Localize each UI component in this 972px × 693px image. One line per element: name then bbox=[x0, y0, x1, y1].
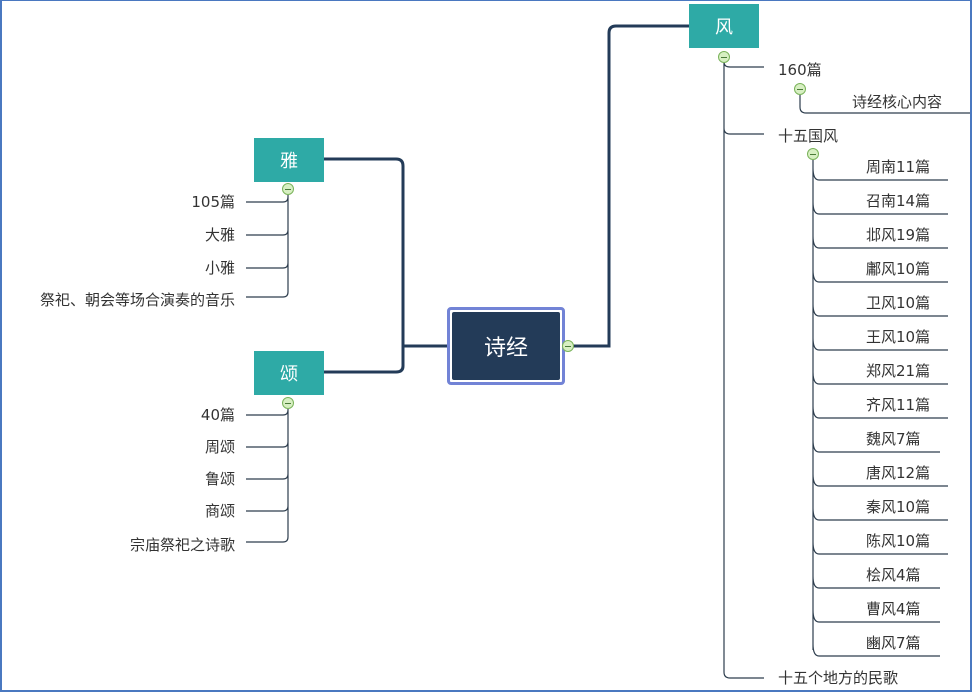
collapse-toggle-icon[interactable] bbox=[807, 148, 819, 160]
link-160-core bbox=[799, 95, 970, 114]
topic-song[interactable]: 颂 bbox=[254, 351, 324, 395]
subtopic-160[interactable]: 160篇 bbox=[778, 61, 822, 79]
collapse-toggle-icon[interactable] bbox=[794, 83, 806, 95]
topic-ya[interactable]: 雅 bbox=[254, 138, 324, 182]
link-central-feng bbox=[565, 24, 689, 348]
subtopic-guofeng-item[interactable]: 邶风19篇 bbox=[866, 226, 931, 244]
subtopic-guofeng-item[interactable]: 郑风21篇 bbox=[866, 362, 931, 380]
link-ya-children bbox=[246, 195, 289, 298]
subtopic-ya-105[interactable]: 105篇 bbox=[191, 193, 235, 211]
subtopic-guofeng-item[interactable]: 周南11篇 bbox=[866, 158, 931, 176]
subtopic-song-desc[interactable]: 宗庙祭祀之诗歌 bbox=[129, 536, 235, 554]
subtopic-daya[interactable]: 大雅 bbox=[204, 226, 235, 244]
subtopic-guofeng-item[interactable]: 魏风7篇 bbox=[866, 430, 921, 448]
subtopic-guofeng-item[interactable]: 豳风7篇 bbox=[866, 634, 921, 652]
topic-feng-label: 风 bbox=[715, 17, 733, 38]
topic-ya-label: 雅 bbox=[280, 151, 298, 172]
subtopic-guofeng[interactable]: 十五国风 bbox=[778, 127, 839, 145]
subtopic-shangsong[interactable]: 商颂 bbox=[204, 502, 235, 520]
link-guofeng-children bbox=[812, 160, 948, 657]
subtopic-guofeng-item[interactable]: 秦风10篇 bbox=[866, 498, 931, 516]
collapse-toggle-icon[interactable] bbox=[282, 397, 294, 409]
link-feng-children bbox=[723, 61, 764, 679]
central-topic-label: 诗经 bbox=[452, 312, 560, 380]
collapse-toggle-icon[interactable] bbox=[718, 51, 730, 63]
topic-song-label: 颂 bbox=[280, 364, 298, 385]
collapse-toggle-icon[interactable] bbox=[282, 183, 294, 195]
subtopic-guofeng-item[interactable]: 陈风10篇 bbox=[866, 532, 931, 550]
link-song-children bbox=[246, 409, 289, 543]
link-central-ya bbox=[324, 157, 449, 348]
subtopic-lusong[interactable]: 鲁颂 bbox=[204, 470, 235, 488]
link-central-song bbox=[324, 346, 405, 374]
topic-feng[interactable]: 风 bbox=[689, 4, 759, 48]
subtopic-guofeng-item[interactable]: 齐风11篇 bbox=[866, 396, 931, 414]
subtopic-song-40[interactable]: 40篇 bbox=[200, 406, 235, 424]
subtopic-guofeng-item[interactable]: 王风10篇 bbox=[866, 328, 931, 346]
subtopic-guofeng-item[interactable]: 卫风10篇 bbox=[866, 294, 931, 312]
central-topic[interactable]: 诗经 bbox=[447, 307, 565, 385]
collapse-toggle-icon[interactable] bbox=[562, 340, 574, 352]
subtopic-xiaoya[interactable]: 小雅 bbox=[204, 259, 235, 277]
subtopic-guofeng-item[interactable]: 召南14篇 bbox=[866, 192, 931, 210]
subtopic-guofeng-item[interactable]: 桧风4篇 bbox=[866, 566, 921, 584]
subtopic-guofeng-item[interactable]: 唐风12篇 bbox=[866, 464, 931, 482]
subtopic-guofeng-item[interactable]: 鄘风10篇 bbox=[866, 260, 931, 278]
subtopic-folk-songs[interactable]: 十五个地方的民歌 bbox=[778, 669, 899, 687]
subtopic-guofeng-item[interactable]: 曹风4篇 bbox=[866, 600, 921, 618]
subtopic-ya-desc[interactable]: 祭祀、朝会等场合演奏的音乐 bbox=[39, 291, 235, 309]
subtopic-core-content[interactable]: 诗经核心内容 bbox=[852, 93, 943, 111]
subtopic-zhousong[interactable]: 周颂 bbox=[204, 438, 235, 456]
